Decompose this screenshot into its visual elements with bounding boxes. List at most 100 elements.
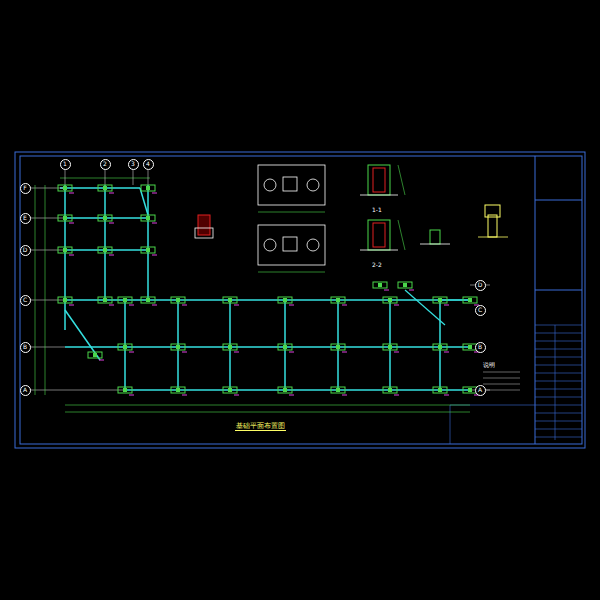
plan-line (535, 365, 582, 366)
column-mark (378, 283, 382, 287)
plan-line (444, 352, 449, 353)
outline-rect (98, 185, 112, 191)
plan-line (258, 212, 325, 213)
plan-line (289, 395, 294, 396)
outline-rect (98, 247, 112, 253)
outline-rect (433, 297, 447, 303)
plan-line (147, 185, 149, 300)
axis-label: B (478, 344, 482, 350)
outline-rect (383, 387, 397, 393)
plan-line (105, 170, 106, 185)
plan-line (398, 220, 405, 250)
plan-line (69, 305, 74, 306)
outline-rect (141, 215, 155, 221)
column-mark (336, 298, 340, 302)
outline-rect (98, 297, 112, 303)
plan-line (99, 360, 104, 361)
plan-line (483, 372, 520, 373)
column-mark (468, 388, 472, 392)
plan-line (129, 305, 134, 306)
plan-line (65, 170, 66, 185)
axis-label: A (23, 387, 27, 393)
pile-circle (307, 239, 319, 251)
outline-rect (118, 297, 132, 303)
outline-rect (171, 387, 185, 393)
axis-bubble: B (20, 342, 31, 353)
plan-line (535, 325, 582, 326)
axis-label: E (23, 215, 27, 221)
plan-line (450, 405, 451, 444)
plan-line (69, 255, 74, 256)
outline-rect (258, 165, 325, 205)
column-mark (103, 298, 107, 302)
axis-bubble: 2 (100, 159, 111, 170)
outline-rect (463, 297, 477, 303)
axis-bubble: 3 (128, 159, 139, 170)
outline-rect (278, 344, 292, 350)
column-mark (123, 345, 127, 349)
column-mark (63, 298, 67, 302)
outline-rect (373, 168, 385, 192)
plan-line (104, 185, 106, 300)
outline-rect (98, 215, 112, 221)
plan-line (535, 349, 582, 350)
axis-label: C (478, 307, 482, 313)
plan-line (394, 305, 399, 306)
outline-rect (58, 215, 72, 221)
outline-rect (488, 215, 497, 237)
plan-line (289, 352, 294, 353)
plan-line (152, 223, 157, 224)
detail-label: 说明 (483, 362, 495, 368)
axis-bubble: E (20, 213, 31, 224)
column-mark (63, 216, 67, 220)
plan-line (64, 300, 66, 330)
axis-label: F (23, 185, 26, 191)
plan-line (234, 395, 239, 396)
plan-line (129, 352, 134, 353)
column-mark (176, 298, 180, 302)
detail-label: 2-2 (372, 262, 382, 268)
plan-line (420, 244, 450, 245)
plan-line (398, 165, 405, 195)
outline-rect (171, 297, 185, 303)
column-mark (176, 345, 180, 349)
outline-rect (223, 344, 237, 350)
pile-circle (264, 239, 276, 251)
plan-line (129, 395, 134, 396)
plan-line (35, 185, 36, 395)
column-mark (283, 298, 287, 302)
plan-line (45, 185, 46, 395)
column-mark (103, 216, 107, 220)
plan-line (444, 395, 449, 396)
plan-line (535, 389, 582, 390)
axis-bubble: C (475, 305, 486, 316)
axis-bubble: A (20, 385, 31, 396)
plan-line (64, 185, 66, 300)
plan-line (478, 237, 508, 238)
outline-rect (223, 297, 237, 303)
axis-bubble: 1 (60, 159, 71, 170)
column-mark (283, 388, 287, 392)
column-mark (146, 186, 150, 190)
outline-rect (398, 282, 412, 288)
plan-line (360, 195, 398, 196)
column-mark (336, 388, 340, 392)
outline-rect (198, 215, 210, 235)
plan-line (535, 341, 582, 342)
outline-rect (373, 223, 385, 247)
axis-bubble: D (20, 245, 31, 256)
plan-line (342, 305, 347, 306)
plan-line (535, 397, 582, 398)
column-mark (63, 186, 67, 190)
plan-line (535, 290, 582, 291)
outline-rect (331, 387, 345, 393)
outline-rect (141, 185, 155, 191)
outline-rect (383, 297, 397, 303)
plan-line (535, 381, 582, 382)
outline-rect (20, 156, 582, 444)
plan-line (394, 395, 399, 396)
plan-line (140, 188, 148, 215)
column-mark (123, 388, 127, 392)
plan-line (405, 290, 445, 325)
